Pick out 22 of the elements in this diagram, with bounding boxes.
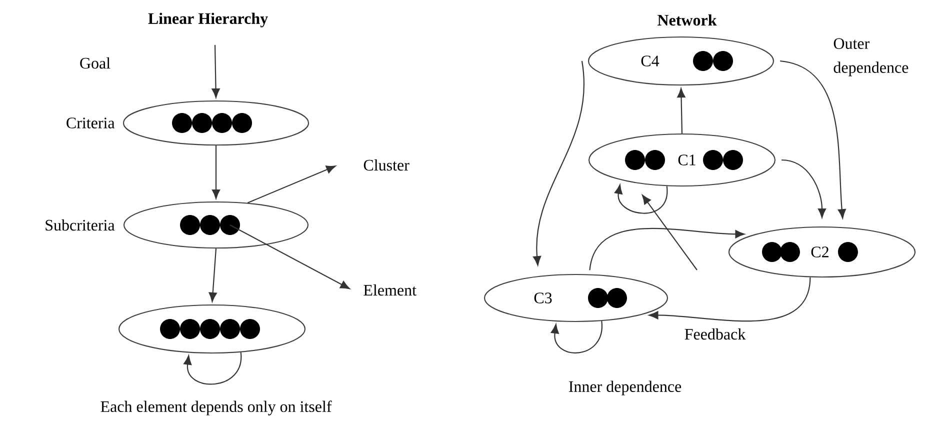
cluster-label: Subcriteria bbox=[46, 219, 115, 231]
arrow bbox=[208, 248, 217, 302]
self-loop-arrow bbox=[614, 184, 668, 214]
arrow bbox=[247, 166, 336, 204]
arrow bbox=[230, 224, 350, 290]
arrow bbox=[642, 194, 698, 270]
arrow bbox=[212, 45, 220, 98]
arrow bbox=[677, 88, 686, 134]
heading: Linear Hierarchy bbox=[148, 12, 268, 28]
cluster-label: Criteria bbox=[66, 118, 115, 128]
arrow bbox=[533, 60, 584, 266]
self-loop-arrow bbox=[550, 321, 602, 354]
arrow bbox=[782, 159, 826, 218]
arrow bbox=[780, 60, 846, 219]
callout-text: Element bbox=[364, 284, 416, 296]
arrow bbox=[648, 277, 811, 322]
arrow bbox=[589, 228, 745, 270]
annotation: Outer dependence bbox=[834, 38, 908, 76]
self-loop-arrow bbox=[184, 352, 242, 385]
annotation: Inner dependence bbox=[568, 380, 682, 396]
arrow bbox=[212, 146, 220, 199]
callout-text: Cluster bbox=[364, 159, 410, 171]
